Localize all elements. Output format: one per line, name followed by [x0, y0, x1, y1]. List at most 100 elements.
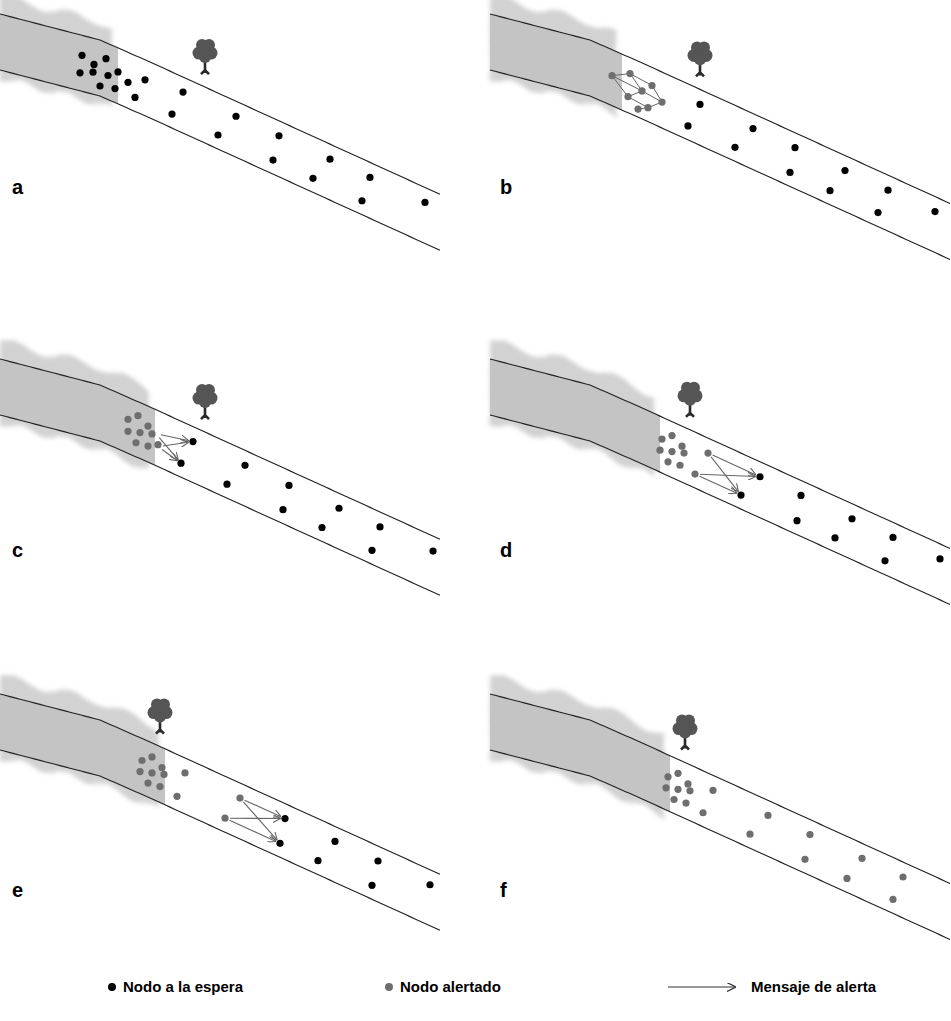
- river-bank: [490, 694, 950, 883]
- waiting-node: [335, 505, 342, 512]
- channel-panel: [0, 675, 440, 930]
- waiting-node: [331, 838, 338, 845]
- waiting-node: [232, 113, 239, 120]
- alerted-node: [674, 786, 681, 793]
- waiting-node: [731, 144, 738, 151]
- waiting-node: [368, 547, 375, 554]
- waiting-node: [276, 840, 283, 847]
- alerted-node: [644, 104, 651, 111]
- waiting-node: [368, 882, 375, 889]
- alerted-node: [626, 70, 633, 77]
- river-bank: [490, 415, 950, 604]
- alerted-node: [138, 757, 145, 764]
- alerted-node: [148, 753, 155, 760]
- tree-crown: [199, 396, 211, 408]
- alerted-node: [684, 780, 691, 787]
- tree-crown: [694, 53, 706, 65]
- legend-text: Nodo alertado: [400, 978, 501, 995]
- river-bank: [0, 359, 440, 539]
- legend-item: Nodo a la espera: [108, 978, 243, 995]
- river-bank: [0, 70, 440, 250]
- alerted-node: [634, 106, 641, 113]
- waiting-node: [848, 515, 855, 522]
- waiting-node: [241, 462, 248, 469]
- waiting-node: [78, 52, 85, 59]
- waiting-node: [376, 523, 383, 530]
- river-bank: [490, 359, 950, 548]
- tree-crown: [199, 51, 211, 63]
- tree-crown: [688, 382, 700, 394]
- waiting-node: [89, 69, 96, 76]
- panel-letter: d: [500, 539, 512, 561]
- tree-icon: [148, 699, 173, 734]
- tree-crown: [698, 41, 710, 53]
- legend-item: Mensaje de alerta: [667, 978, 876, 995]
- node-link: [612, 76, 628, 97]
- debris-flow: [0, 694, 165, 805]
- legend-text: Mensaje de alerta: [751, 978, 876, 995]
- legend-text: Nodo a la espera: [123, 978, 243, 995]
- panel-letter: a: [12, 176, 23, 198]
- alerted-node: [148, 430, 155, 437]
- waiting-node: [791, 144, 798, 151]
- legend-item: Nodo alertado: [385, 978, 501, 995]
- alert-message-arrow: [700, 476, 737, 493]
- alert-message-arrow: [159, 438, 178, 460]
- waiting-node: [269, 157, 276, 164]
- channel-panel: [490, 340, 950, 604]
- legend-swatch: [108, 983, 116, 991]
- legend-swatch: [385, 983, 393, 991]
- alert-message-arrow: [230, 818, 280, 819]
- waiting-node: [749, 125, 756, 132]
- alerted-node: [160, 771, 167, 778]
- panel-letter-box: b: [500, 176, 512, 199]
- river-bank: [0, 14, 440, 194]
- alerted-node: [674, 770, 681, 777]
- alert-message-arrow: [230, 820, 276, 841]
- waiting-node: [831, 534, 838, 541]
- waiting-node: [102, 55, 109, 62]
- tree-crown: [679, 727, 691, 739]
- waiting-node: [90, 61, 97, 68]
- waiting-node: [696, 101, 703, 108]
- waiting-node: [737, 491, 744, 498]
- waiting-node: [96, 82, 103, 89]
- tree-icon: [193, 384, 218, 419]
- waiting-node: [793, 517, 800, 524]
- panel-letter: c: [12, 539, 23, 561]
- alerted-node: [134, 412, 141, 419]
- alerted-node: [156, 783, 163, 790]
- alerted-node: [158, 764, 165, 771]
- tree-icon: [673, 715, 698, 750]
- waiting-node: [684, 122, 691, 129]
- alerted-node: [668, 448, 675, 455]
- waiting-node: [309, 175, 316, 182]
- alerted-node: [899, 873, 906, 880]
- tree-crown: [203, 39, 215, 51]
- river-bank: [0, 694, 440, 874]
- panel-letter-box: e: [12, 879, 23, 902]
- debris-flow: [490, 694, 670, 812]
- waiting-node: [189, 438, 196, 445]
- alerted-node: [624, 93, 631, 100]
- waiting-node: [314, 857, 321, 864]
- alerted-node: [181, 769, 188, 776]
- waiting-node: [285, 482, 292, 489]
- alert-message-arrow: [161, 435, 188, 441]
- alerted-node: [746, 831, 753, 838]
- waiting-node: [76, 69, 83, 76]
- alerted-node: [148, 769, 155, 776]
- panel-letter-box: d: [500, 539, 512, 562]
- alert-message-arrow: [713, 455, 756, 475]
- alerted-node: [154, 441, 161, 448]
- alerted-node: [136, 768, 143, 775]
- waiting-node: [111, 85, 118, 92]
- alerted-node: [124, 416, 131, 423]
- waiting-node: [874, 209, 881, 216]
- alerted-node: [638, 87, 645, 94]
- panel-letter: e: [12, 879, 23, 901]
- alerted-node: [678, 443, 685, 450]
- waiting-node: [104, 72, 111, 79]
